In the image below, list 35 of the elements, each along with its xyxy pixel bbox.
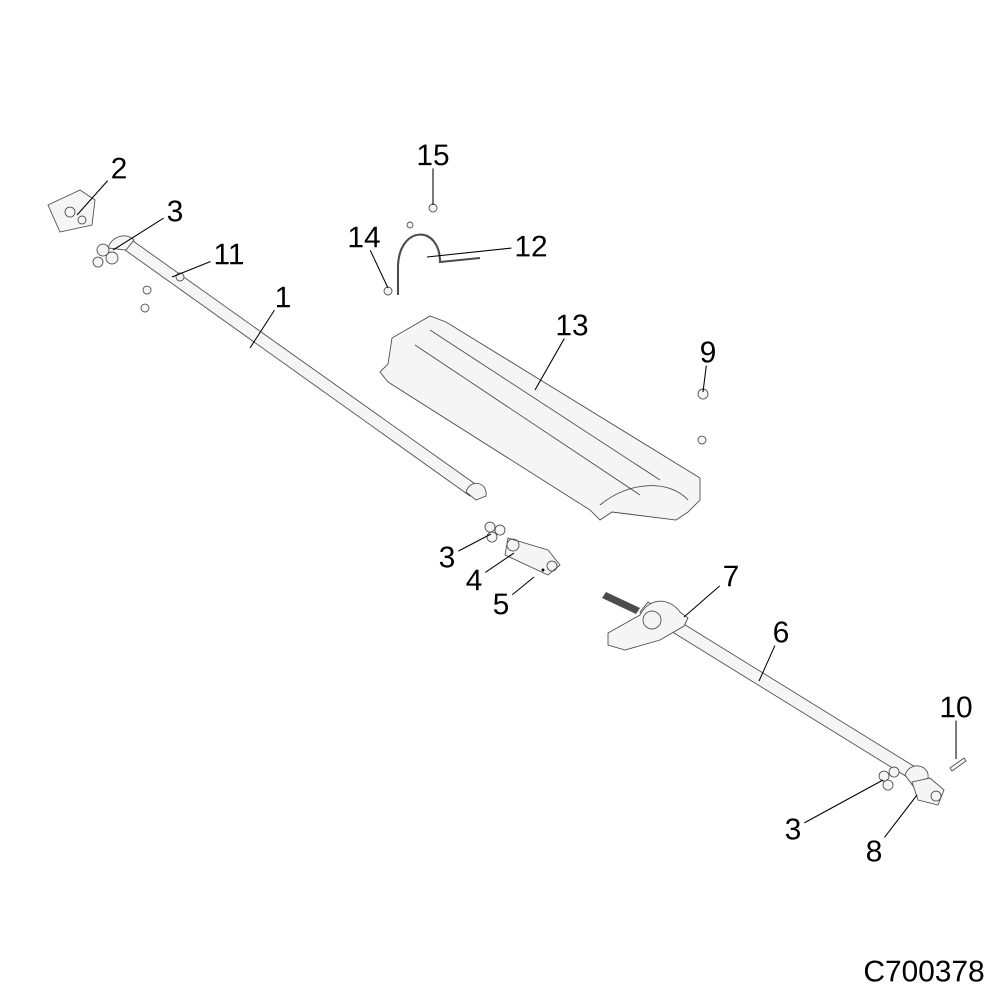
leader-line: [684, 585, 720, 618]
leader-line: [955, 720, 957, 759]
callout-number: 3: [440, 546, 454, 568]
leader-line: [370, 250, 388, 288]
leader-line: [804, 780, 884, 824]
callout-number: 5: [494, 594, 508, 614]
callout-number: 11: [216, 244, 244, 264]
leader-line: [702, 366, 707, 392]
callout-number: 8: [867, 840, 882, 862]
leader-line: [534, 338, 565, 390]
leader-line: [458, 534, 492, 552]
callout-number: 13: [558, 314, 588, 336]
drawing-number: C700378: [864, 960, 984, 982]
leader-line: [485, 552, 514, 573]
callout-number: 9: [701, 341, 715, 363]
leader-line: [426, 248, 512, 258]
leader-line: [76, 180, 108, 216]
callout-number: 4: [466, 570, 482, 590]
leader-line: [172, 260, 211, 278]
callout-number: 1: [276, 286, 290, 308]
callout-number: 3: [786, 818, 800, 840]
leader-line: [250, 310, 275, 348]
callout-number: 12: [516, 236, 546, 256]
callout-number: 2: [112, 158, 126, 178]
callout-number: 3: [168, 200, 182, 222]
callout-number: 10: [942, 696, 972, 718]
leader-line: [112, 218, 164, 250]
callout-number: 7: [724, 566, 738, 586]
callout-number: 14: [350, 226, 380, 248]
leader-line: [512, 576, 534, 596]
callout-number: 6: [774, 621, 788, 643]
leader-line: [884, 794, 918, 838]
callout-number: 15: [418, 144, 448, 166]
leader-line: [758, 645, 776, 682]
leader-line: [432, 168, 434, 205]
